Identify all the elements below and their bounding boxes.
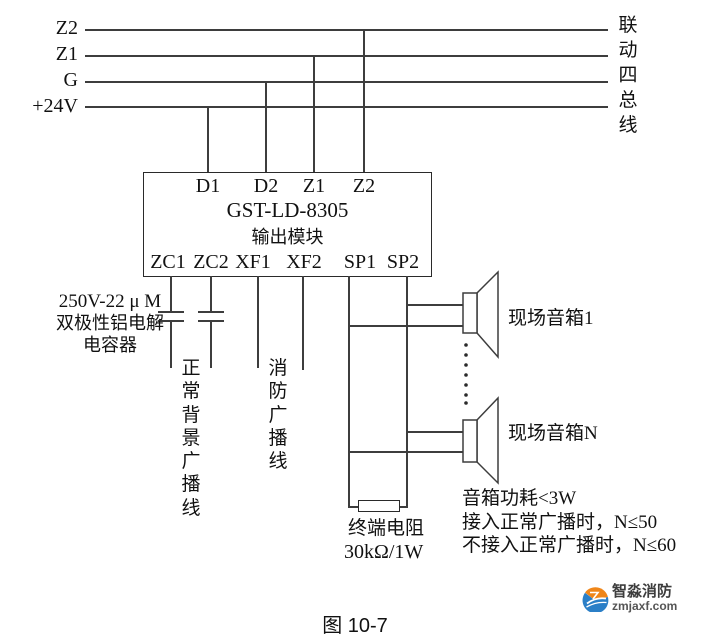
module-terminal-xf2: XF2: [286, 251, 322, 273]
module-box: [143, 172, 432, 277]
wire-resistor-right-stub: [400, 506, 408, 508]
logo-icon: [582, 585, 609, 612]
speaker-notes: 音箱功耗<3W 接入正常广播时，N≤50 不接入正常广播时，N≤60: [462, 487, 676, 558]
bus-label-24v: +24V: [32, 95, 78, 117]
terminal-resistor-symbol: [358, 500, 400, 512]
speaker1-icon: [462, 270, 499, 359]
capacitor-note-line2: 双极性铝电解: [56, 313, 164, 333]
wire-zc1-lower: [170, 322, 172, 368]
wire-z2-drop: [363, 29, 365, 173]
bus-label-z1: Z1: [55, 43, 78, 65]
speakerN-label: 现场音箱N: [508, 423, 598, 444]
wire-z1-drop: [313, 55, 315, 173]
figure-caption: 图 10-7: [322, 615, 388, 637]
wire-speaker1-bottom: [348, 325, 463, 327]
wire-zc2-upper: [210, 276, 212, 312]
wire-speaker1-top: [406, 304, 463, 306]
wire-zc1-upper: [170, 276, 172, 312]
module-terminal-sp1: SP1: [343, 251, 377, 273]
watermark-logo: 智淼消防 zmjaxf.com: [581, 584, 677, 613]
wire-speakerN-top: [406, 431, 463, 433]
module-terminal-z2: Z2: [352, 175, 376, 197]
capacitor1-plate-top: [158, 311, 184, 313]
note-power: 音箱功耗<3W: [462, 488, 577, 509]
bus-line-z2: [85, 29, 608, 31]
module-terminal-z1: Z1: [302, 175, 326, 197]
capacitor2-plate-top: [198, 311, 224, 313]
note-with-normal-broadcast: 接入正常广播时，N≤50: [462, 511, 658, 533]
note-without-normal-broadcast: 不接入正常广播时，N≤60: [462, 535, 677, 556]
ellipsis-dots: [464, 343, 468, 405]
capacitor1-plate-bottom: [158, 320, 184, 322]
capacitor-note-line1: 250V-22 μ M: [58, 291, 162, 312]
module-terminal-zc1: ZC1: [150, 251, 186, 273]
module-terminal-d2: D2: [253, 175, 279, 197]
logo-site: zmjaxf.com: [612, 599, 678, 613]
wire-resistor-left-stub: [348, 506, 358, 508]
wire-zc2-lower: [210, 322, 212, 368]
wire-d1-drop: [207, 106, 209, 173]
module-terminal-d1: D1: [195, 175, 221, 197]
module-name: 输出模块: [251, 227, 324, 247]
wire-sp2: [406, 276, 408, 507]
module-terminal-sp2: SP2: [386, 251, 420, 273]
terminal-resistor-name: 终端电阻: [348, 518, 425, 539]
speaker1-label: 现场音箱1: [508, 308, 594, 329]
bus-label-g: G: [63, 69, 78, 91]
module-terminal-zc2: ZC2: [193, 251, 229, 273]
wire-xf1: [257, 276, 259, 368]
bus-right-label: 联动四总线: [618, 15, 638, 136]
bus-label-z2: Z2: [55, 17, 78, 39]
module-terminal-xf1: XF1: [235, 251, 271, 273]
terminal-resistor-value: 30kΩ/1W: [344, 541, 424, 563]
bus-line-z1: [85, 55, 608, 57]
capacitor-note-line3: 电容器: [83, 335, 137, 355]
wire-d2-drop: [265, 81, 267, 173]
wire-speakerN-bottom: [348, 451, 463, 453]
bus-line-g: [85, 81, 608, 83]
fire-broadcast-label: 消防广播线: [268, 358, 288, 473]
wire-xf2: [302, 276, 304, 370]
logo-name: 智淼消防: [612, 583, 673, 600]
bus-line-24v: [85, 106, 608, 108]
capacitor2-plate-bottom: [198, 320, 224, 322]
normal-broadcast-label: 正常背景广播线: [181, 358, 201, 519]
module-model: GST-LD-8305: [226, 198, 349, 222]
wire-sp1: [348, 276, 350, 507]
speakerN-icon: [462, 396, 499, 485]
